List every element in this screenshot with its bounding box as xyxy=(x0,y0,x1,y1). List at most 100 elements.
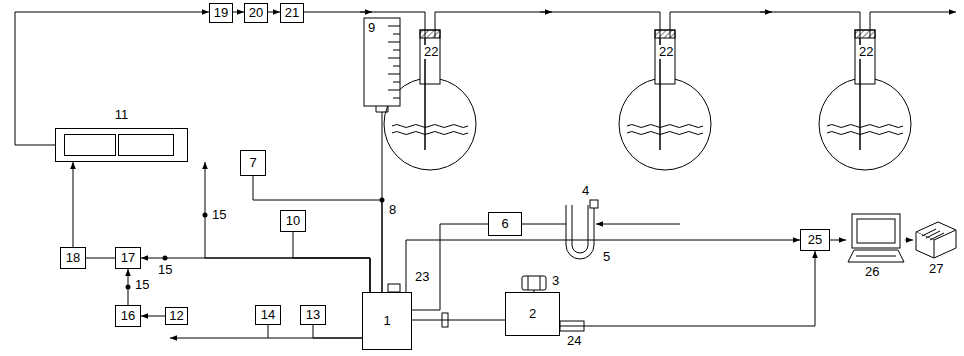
motor xyxy=(528,276,529,290)
control-unit-frame xyxy=(55,128,188,162)
gas-washing-flask xyxy=(855,30,875,84)
measuring-cylinder xyxy=(376,106,388,112)
pump-box: 6 xyxy=(488,212,522,236)
gas-washing-flask xyxy=(655,30,675,84)
gas-pipe xyxy=(870,12,956,38)
printer xyxy=(916,222,956,258)
connector xyxy=(141,258,370,292)
measuring-cylinder xyxy=(393,50,400,51)
gas-washing-flask xyxy=(392,132,468,135)
callout-number: 2 xyxy=(529,307,536,321)
panel xyxy=(64,134,116,156)
gas-pipe xyxy=(304,12,425,150)
connector xyxy=(73,162,74,247)
callout-number: 8 xyxy=(388,203,397,217)
callout-number: 20 xyxy=(249,6,263,20)
callout-number: 13 xyxy=(306,308,320,322)
computer xyxy=(848,214,904,262)
connector xyxy=(86,258,115,259)
callout-number: 27 xyxy=(928,262,944,276)
signal-line xyxy=(170,338,268,339)
sample-vessel xyxy=(388,284,400,292)
motor xyxy=(522,276,546,290)
panel xyxy=(118,134,174,156)
valve-box: 21 xyxy=(280,3,304,23)
callout-number: 12 xyxy=(169,309,183,323)
connector xyxy=(268,12,280,13)
callout-number: 19 xyxy=(214,6,228,20)
callout-number: 22 xyxy=(658,45,674,59)
gas-pipe xyxy=(435,12,660,150)
process-box: 16 xyxy=(115,305,141,327)
connector xyxy=(233,12,244,13)
measuring-cylinder xyxy=(393,82,400,83)
gas-washing-flask xyxy=(619,78,711,170)
gas-pipe xyxy=(360,12,372,13)
signal-line xyxy=(596,224,680,225)
callout-number: 15 xyxy=(157,263,173,277)
callout-number: 25 xyxy=(808,233,822,247)
connector xyxy=(293,232,370,292)
gas-washing-flask xyxy=(819,78,911,170)
callout-number: 1 xyxy=(383,314,390,328)
connector xyxy=(412,224,488,310)
signal-line xyxy=(830,240,846,241)
computer xyxy=(848,250,904,262)
computer xyxy=(856,256,896,257)
computer xyxy=(857,219,895,243)
u-tube xyxy=(566,200,598,259)
printer xyxy=(934,230,956,258)
control-unit: 11 xyxy=(55,108,188,162)
callout-number: 22 xyxy=(423,45,439,59)
computer xyxy=(852,214,900,248)
valve-box: 19 xyxy=(209,3,233,23)
supply-box: 12 xyxy=(165,307,188,325)
u-tube xyxy=(566,205,594,259)
connector xyxy=(268,325,362,338)
sensor-box: 13 xyxy=(300,305,326,325)
connector xyxy=(15,12,209,145)
sensor-box: 10 xyxy=(280,210,306,232)
gas-washing-flask xyxy=(619,30,711,170)
gas-washing-flask xyxy=(827,125,903,128)
callout-number: 7 xyxy=(249,156,256,170)
measuring-cylinder xyxy=(388,90,400,91)
connector xyxy=(560,251,815,326)
callout-number: 11 xyxy=(55,108,188,122)
callout-number: 14 xyxy=(261,308,275,322)
drive-unit: 2 xyxy=(505,292,560,336)
sample-vessel xyxy=(388,284,400,292)
printer xyxy=(922,229,944,240)
process-box: 17 xyxy=(115,247,141,269)
callout-number: 5 xyxy=(602,250,611,264)
u-tube xyxy=(572,205,588,253)
motor xyxy=(522,276,546,292)
gas-washing-flask xyxy=(384,30,911,170)
callout-number: 21 xyxy=(285,6,299,20)
gas-pipe xyxy=(670,12,860,150)
reagent-tank: 7 xyxy=(240,150,266,176)
callout-number: 6 xyxy=(501,217,508,231)
gas-washing-flask xyxy=(627,132,703,135)
gas-washing-flask xyxy=(420,30,440,38)
measuring-cylinder xyxy=(388,26,400,98)
gas-washing-flask xyxy=(627,125,703,128)
callout-number: 18 xyxy=(66,251,80,265)
callout-number: 24 xyxy=(566,334,582,348)
connector xyxy=(141,316,165,317)
callout-number: 22 xyxy=(858,45,874,59)
measuring-cylinder xyxy=(388,58,400,59)
callout-number: 26 xyxy=(864,265,880,279)
callout-number: 16 xyxy=(121,309,135,323)
gas-washing-flask xyxy=(855,30,875,38)
connector xyxy=(406,240,800,292)
callout-number: 4 xyxy=(581,184,590,198)
sensor-box: 14 xyxy=(255,305,281,325)
measuring-cylinder xyxy=(393,98,400,99)
connector xyxy=(128,269,129,305)
junction-dot xyxy=(126,198,385,290)
measuring-cylinder xyxy=(364,18,400,106)
gas-washing-flask xyxy=(420,30,440,84)
measuring-cylinder xyxy=(393,66,400,67)
